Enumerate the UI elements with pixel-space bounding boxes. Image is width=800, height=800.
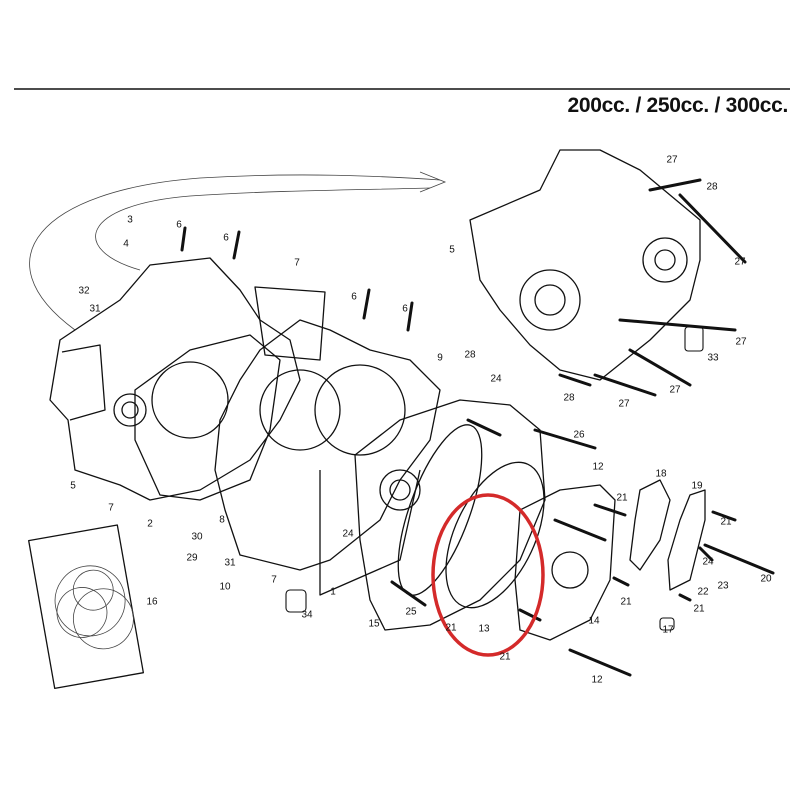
callout-label: 27 <box>666 154 678 166</box>
callout-label: 6 <box>351 291 357 303</box>
callout-label: 10 <box>219 581 231 593</box>
clutch-cover <box>514 484 616 641</box>
callout-label: 21 <box>720 516 732 528</box>
callout-label: 24 <box>490 373 502 385</box>
callout-label: 7 <box>108 502 114 514</box>
callout-label: 21 <box>616 492 628 504</box>
callout-label: 5 <box>449 244 455 256</box>
arrow-head-icon <box>419 171 447 193</box>
callout-label: 27 <box>669 384 681 396</box>
pump-cover <box>667 489 706 591</box>
callout-label: 26 <box>573 429 585 441</box>
callout-label: 28 <box>563 392 575 404</box>
callout-label: 12 <box>591 674 603 686</box>
right-crankcase <box>214 319 441 571</box>
gasket-set-sheet <box>28 524 145 689</box>
drain-plug-icon <box>659 617 675 631</box>
callout-label: 7 <box>271 574 277 586</box>
callout-label: 22 <box>697 586 709 598</box>
callout-label: 33 <box>707 352 719 364</box>
highlight-ring <box>431 493 545 657</box>
callout-label: 13 <box>478 623 490 635</box>
callout-label: 15 <box>368 618 380 630</box>
ignition-side-crankcase <box>469 149 701 381</box>
callout-label: 7 <box>294 257 300 269</box>
callout-label: 8 <box>219 514 225 526</box>
pump-gasket <box>629 479 671 571</box>
callout-label: 1 <box>330 586 336 598</box>
callout-label: 30 <box>191 531 203 543</box>
callout-label: 6 <box>402 303 408 315</box>
callout-label: 21 <box>693 603 705 615</box>
callout-label: 9 <box>437 352 443 364</box>
callout-label: 20 <box>760 573 772 585</box>
callout-label: 19 <box>691 480 703 492</box>
callout-label: 27 <box>735 336 747 348</box>
clutch-cover-gasket <box>445 461 545 609</box>
callout-label: 27 <box>734 256 746 268</box>
callout-label: 28 <box>464 349 476 361</box>
callout-label: 21 <box>620 596 632 608</box>
cylinder-base-gasket <box>254 286 326 361</box>
callout-label: 6 <box>176 219 182 231</box>
callout-label: 14 <box>588 615 600 627</box>
callout-label: 24 <box>702 556 714 568</box>
callout-label: 25 <box>405 606 417 618</box>
callout-label: 28 <box>706 181 718 193</box>
assembly-arrow-arc <box>29 174 441 331</box>
bushing-34-icon <box>285 589 307 613</box>
callout-label: 5 <box>70 480 76 492</box>
callout-label: 3 <box>127 214 133 226</box>
callout-label: 24 <box>342 528 354 540</box>
callout-label: 32 <box>78 285 90 297</box>
callout-label: 23 <box>717 580 729 592</box>
callout-label: 34 <box>301 609 313 621</box>
bushing-icon <box>684 326 704 352</box>
callout-label: 27 <box>618 398 630 410</box>
callout-label: 17 <box>662 624 674 636</box>
clutch-housing <box>354 399 546 631</box>
callout-label: 21 <box>445 622 457 634</box>
studs-and-bolts <box>180 178 775 677</box>
model-title: 200cc. / 250cc. / 300cc. <box>567 94 789 117</box>
callout-label: 16 <box>146 596 158 608</box>
callout-label: 31 <box>89 303 101 315</box>
callout-label: 2 <box>147 518 153 530</box>
callout-label: 21 <box>499 651 511 663</box>
crankcase-gasket <box>134 334 281 501</box>
callout-label: 6 <box>223 232 229 244</box>
callout-label: 31 <box>224 557 236 569</box>
left-crankcase <box>49 257 301 501</box>
callout-label: 12 <box>592 461 604 473</box>
callout-label: 29 <box>186 552 198 564</box>
callout-label: 18 <box>655 468 667 480</box>
callout-label: 4 <box>123 238 129 250</box>
